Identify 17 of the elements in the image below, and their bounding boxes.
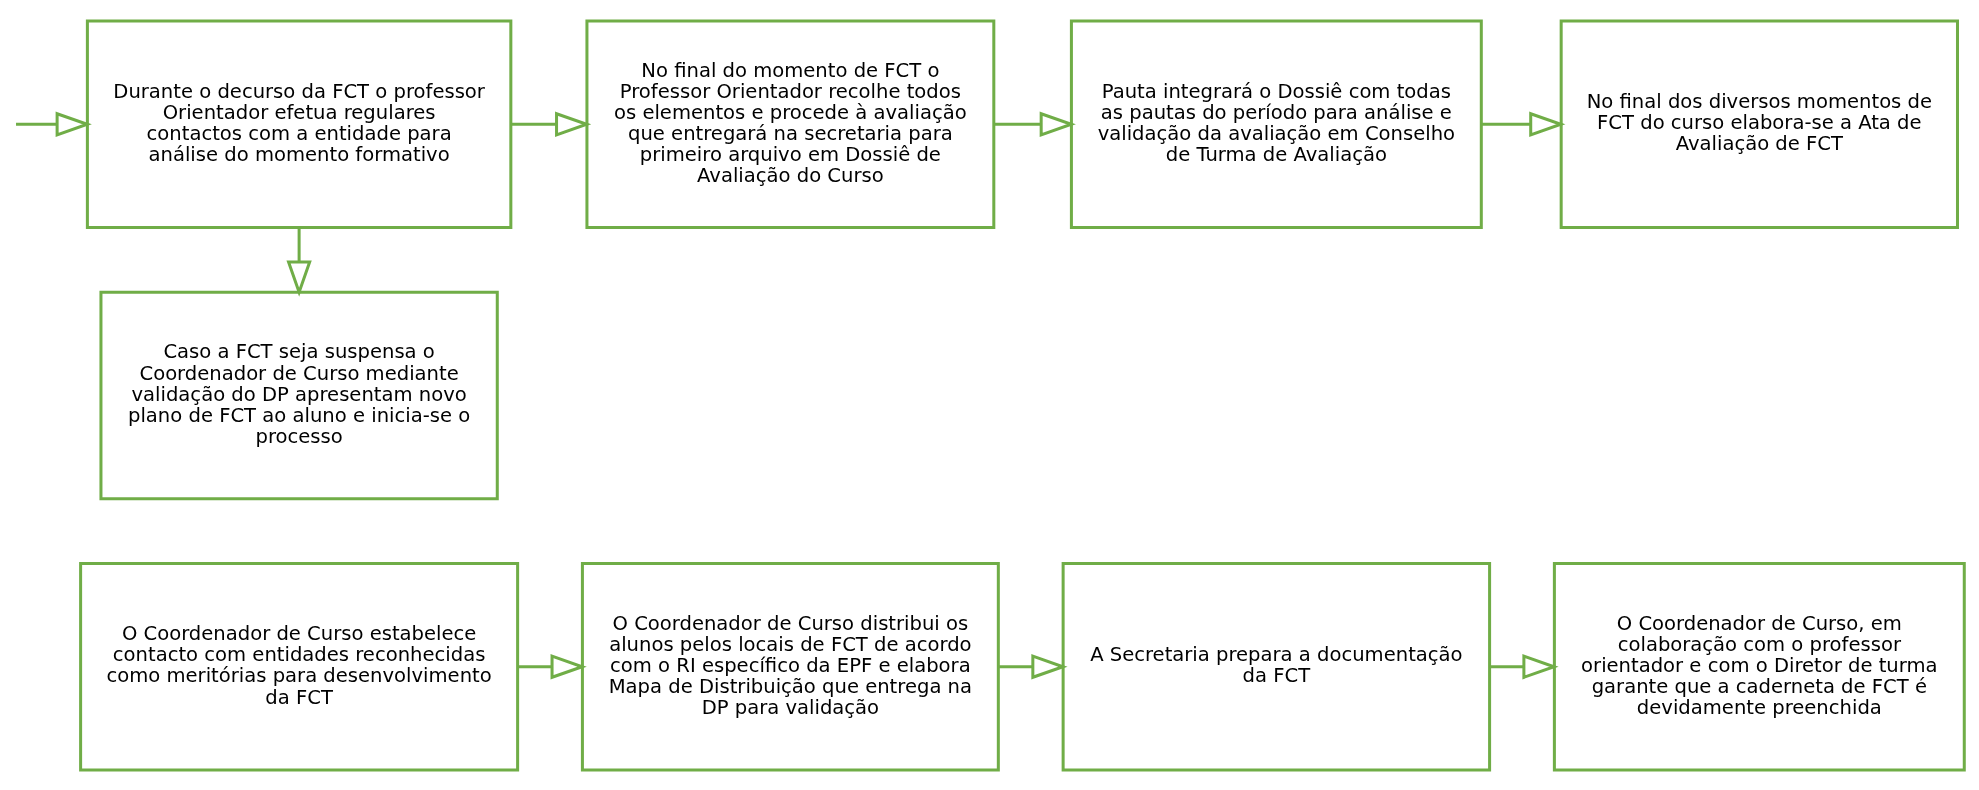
arrow bbox=[518, 653, 587, 679]
node-box: Pauta integrará o Dossiê com todas as pautas do período para análise e validação da avaliação em Conselho de Turma de Avaliação bbox=[1069, 19, 1483, 229]
arrow bbox=[16, 111, 92, 137]
node-box: O Coordenador de Curso distribui os alunos pelos locais de FCT de acordo com o RI específico da EPF e elabora Mapa de Distribuição que entrega na DP para validação bbox=[580, 561, 1000, 771]
arrow bbox=[286, 227, 312, 297]
arrow bbox=[1481, 111, 1566, 137]
node-box: O Coordenador de Curso estabelece contacto com entidades reconhecidas como meritórias para desenvolvimento da FCT bbox=[79, 561, 520, 771]
arrow bbox=[993, 111, 1076, 137]
arrow bbox=[511, 111, 592, 137]
node-box: O Coordenador de Curso, em colaboração com o professor orientador e com o Diretor de turma garante que a caderneta de FCT é devidamente preenchida bbox=[1552, 561, 1966, 771]
node-box: No final dos diversos momentos de FCT do curso elabora-se a Ata de Avaliação de FCT bbox=[1559, 19, 1959, 229]
arrow bbox=[998, 653, 1068, 679]
node-box: A Secretaria prepara a documentação da FCT bbox=[1061, 561, 1492, 771]
node-box: No final do momento de FCT o Professor Orientador recolhe todos os elementos e procede à avaliação que entregará na secretaria para primeiro arquivo em Dossiê de Avaliação do Curso bbox=[585, 19, 996, 229]
arrow bbox=[1489, 653, 1559, 679]
node-box: Durante o decurso da FCT o professor Orientador efetua regulares contactos com a entidade para análise do momento formativo bbox=[85, 19, 513, 229]
node-box: Caso a FCT seja suspensa o Coordenador de Curso mediante validação do DP apresentam novo plano de FCT ao aluno e inicia-se o processo bbox=[99, 290, 499, 500]
